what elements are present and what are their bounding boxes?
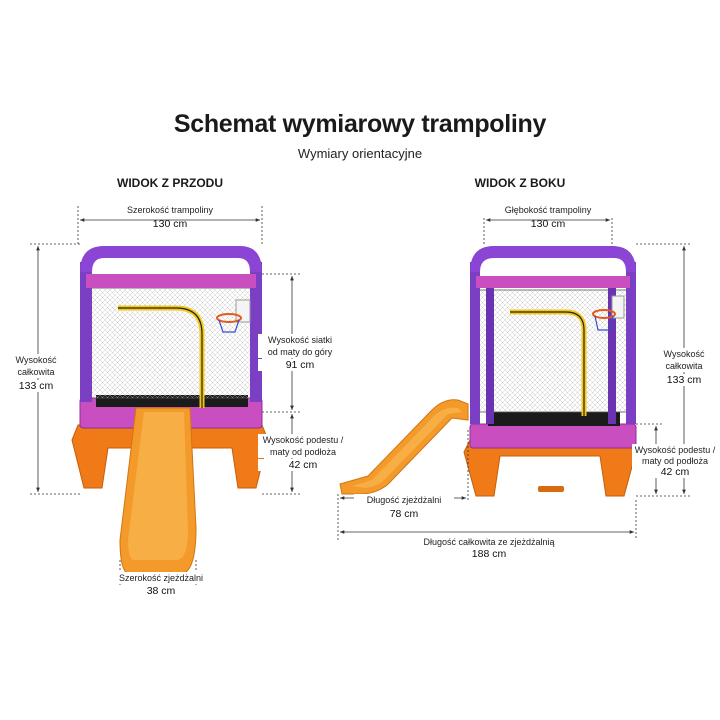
front-platform-label-1: Wysokość podestu / (258, 434, 348, 446)
side-hoop-rim (592, 309, 616, 319)
front-height-label-2: całkowita (6, 366, 66, 378)
front-platform-label-2: maty od podłoża (258, 446, 348, 458)
side-height-value: 133 cm (652, 374, 716, 386)
side-mat (488, 412, 620, 426)
front-hoop-rim (216, 313, 242, 323)
side-height-label-1: Wysokość (652, 348, 716, 360)
side-top-arch (470, 246, 636, 272)
front-net-label-2: od maty do góry (258, 346, 342, 358)
front-hoop-board (235, 299, 251, 323)
front-height-label-1: Wysokość (6, 354, 66, 366)
front-slide-width-value: 38 cm (146, 585, 176, 597)
front-net-value: 91 cm (258, 359, 342, 371)
front-view-heading: WIDOK Z PRZODU (117, 176, 223, 190)
front-net-label-1: Wysokość siatki (258, 334, 342, 346)
side-depth-label: Głębokość trampoliny (478, 204, 618, 216)
front-width-label: Szerokość trampoliny (100, 204, 240, 216)
front-slide-width-label: Szerokość zjeżdżalni (106, 572, 216, 584)
side-platform-label-1: Wysokość podestu / (632, 444, 718, 456)
side-depth-value: 130 cm (530, 218, 566, 230)
front-view-trampoline (71, 246, 269, 575)
front-top-band (86, 274, 256, 288)
front-post-left (80, 262, 92, 402)
side-total-length-label: Długość całkowita ze zjeżdżalnią (404, 536, 574, 548)
page-subtitle: Wymiary orientacyjne (297, 146, 423, 161)
side-net (475, 289, 631, 413)
side-slide-length-label: Długość zjeżdżalni (354, 494, 454, 506)
front-height-value: 133 cm (6, 380, 66, 392)
page-title: Schemat wymiarowy trampoliny (173, 110, 547, 138)
front-net (85, 287, 259, 399)
side-platform (469, 423, 637, 449)
side-top-band (476, 276, 630, 288)
front-width-value: 130 cm (152, 218, 188, 230)
front-top-arch (80, 246, 262, 272)
side-view-trampoline (339, 246, 637, 497)
side-total-length-value: 188 cm (471, 548, 507, 560)
side-platform-value: 42 cm (632, 466, 718, 478)
side-height-label-2: całkowita (652, 360, 716, 372)
side-platform-label-2: maty od podłoża (632, 455, 718, 467)
front-platform-value: 42 cm (258, 459, 348, 471)
side-slide-length-value: 78 cm (389, 508, 419, 520)
side-view-heading: WIDOK Z BOKU (474, 176, 566, 190)
